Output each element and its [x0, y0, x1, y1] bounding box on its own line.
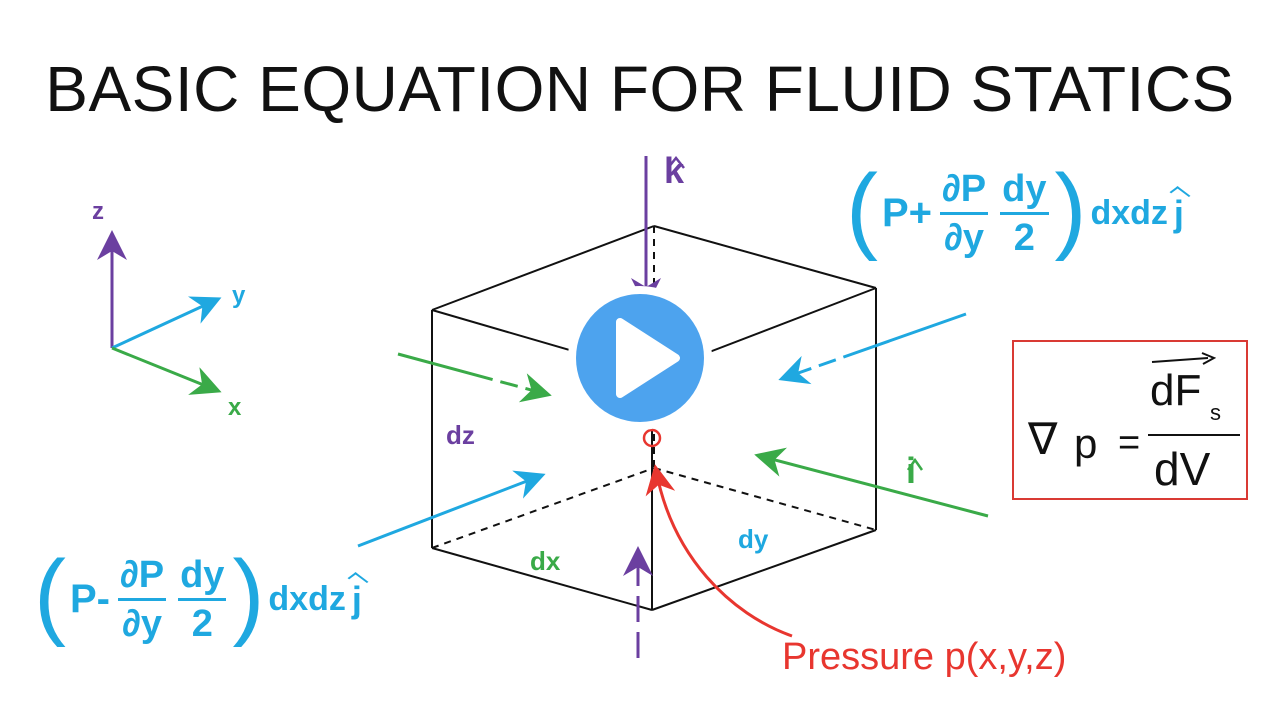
lower-left-blue-arrow — [357, 470, 546, 548]
force-arrows — [357, 156, 989, 658]
half-dy-fraction: dy 2 — [178, 554, 227, 645]
pressure-label: Pressure p(x,y,z) — [782, 636, 1067, 678]
top-force-equation: ( P+ ∂P ∂y dy 2 ) dxdz j — [846, 160, 1184, 259]
k-hat-mark — [667, 155, 685, 169]
i-unit-vector-label: i — [906, 450, 917, 491]
i-hat-mark — [906, 457, 924, 471]
partial-fraction: ∂P ∂y — [117, 554, 167, 645]
open-paren: ( — [34, 540, 66, 648]
nabla-symbol: ∇ — [1028, 415, 1058, 464]
pressure-pointer-arrow — [645, 464, 793, 638]
dy-label: dy — [738, 524, 769, 554]
equation-term: P- — [69, 577, 110, 621]
page-title: BASIC EQUATION FOR FLUID STATICS — [45, 53, 1235, 125]
close-paren: ) — [232, 540, 265, 648]
dx-label: dx — [530, 546, 561, 576]
partial-fraction: ∂P ∂y — [940, 168, 989, 259]
center-point — [642, 428, 662, 448]
right-green-arrow — [754, 447, 989, 518]
equals-sign: = — [1118, 422, 1141, 464]
axis-triad — [97, 230, 222, 395]
x-axis-line — [111, 346, 222, 395]
force-numerator: dF — [1150, 366, 1202, 415]
open-paren: ( — [846, 154, 878, 262]
close-paren: ) — [1054, 154, 1087, 262]
equation-term: P+ — [881, 191, 933, 235]
volume-denominator: dV — [1154, 443, 1211, 495]
play-button[interactable] — [568, 286, 712, 430]
gradient-p: p — [1074, 420, 1098, 467]
j-unit-vector: j — [351, 578, 362, 620]
upper-right-blue-arrow — [778, 312, 967, 385]
bottom-force-equation: ( P- ∂P ∂y dy 2 ) dxdz j — [34, 546, 362, 645]
y-axis-label: y — [232, 282, 246, 309]
force-subscript: s — [1210, 400, 1221, 425]
play-icon — [616, 318, 680, 398]
vector-arrow-icon — [1151, 352, 1216, 365]
x-axis-label: x — [228, 394, 242, 421]
j-unit-vector: j — [1173, 192, 1184, 234]
left-front-green-arrow — [397, 352, 552, 403]
y-axis-line — [111, 296, 222, 350]
z-axis-label: z — [92, 198, 104, 225]
area-term: dxdz — [1090, 194, 1168, 232]
fraction-bar — [1148, 434, 1240, 436]
half-dy-fraction: dy 2 — [1000, 168, 1049, 259]
dz-label: dz — [446, 420, 475, 450]
k-unit-vector-label: k — [664, 150, 685, 191]
area-term: dxdz — [268, 580, 346, 618]
gradient-equation-box: ∇ p = dF s dV — [1012, 340, 1248, 500]
